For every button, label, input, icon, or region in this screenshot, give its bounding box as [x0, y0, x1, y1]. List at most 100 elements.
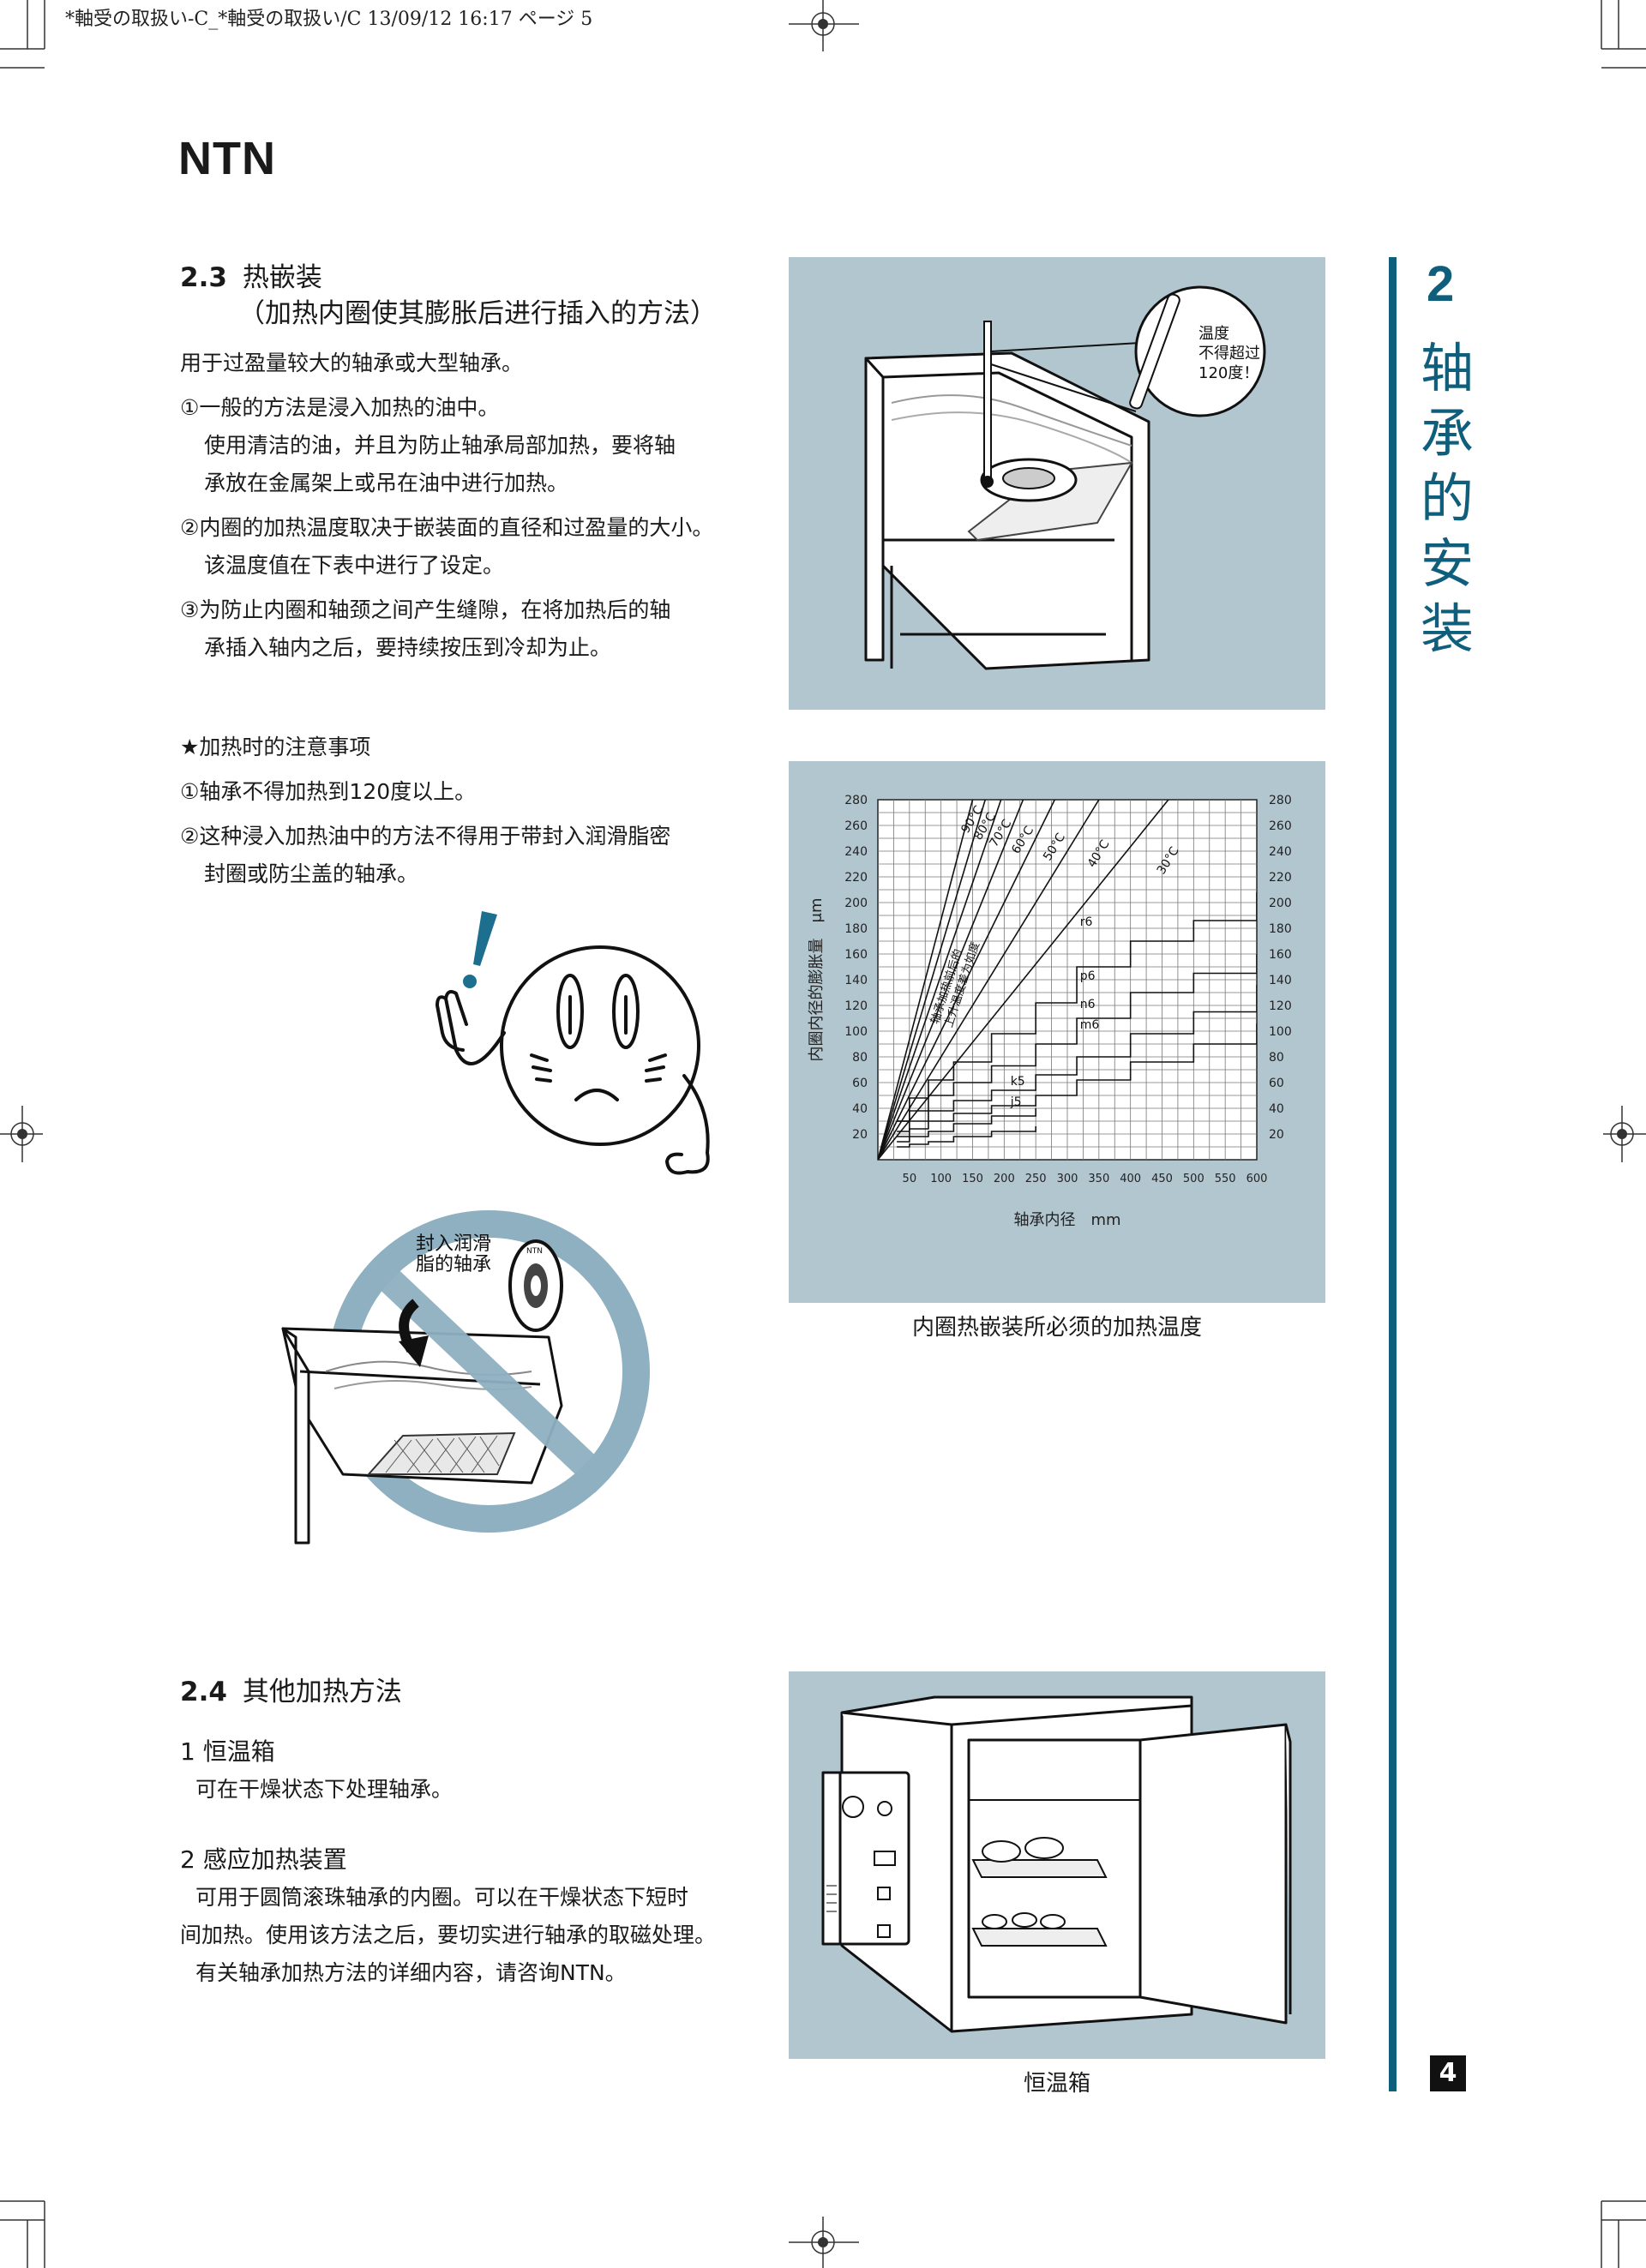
x-tick-label: 450	[1151, 1173, 1173, 1185]
y-tick-label-left: 40	[852, 1102, 868, 1116]
x-tick-label: 300	[1057, 1173, 1078, 1185]
oven-figure	[821, 1695, 1292, 2033]
y-tick-label-left: 140	[844, 974, 868, 987]
callout-line2: 不得超过	[1198, 345, 1260, 363]
chapter-title: 轴承的安装	[1420, 337, 1474, 660]
temperature-line	[878, 800, 986, 1160]
x-tick-label: 250	[1025, 1173, 1047, 1185]
fit-step-label: r6	[1080, 915, 1093, 929]
fit-step-line	[897, 1126, 1036, 1148]
y-tick-label-left: 240	[844, 845, 868, 859]
fit-step-label: j5	[1010, 1095, 1022, 1109]
fit-step-label: k5	[1011, 1075, 1025, 1089]
temperature-line	[878, 800, 1100, 1160]
y-axis-label: 内圈内径的膨胀量 μm	[808, 898, 826, 1062]
section-2-4-body: 1 恒温箱 可在干燥状态下处理轴承。 2 感应加热装置 可用于圆筒滚珠轴承的内圈…	[180, 1733, 716, 1992]
item-text: 有关轴承加热方法的详细内容，请咨询NTN。	[195, 1960, 627, 1985]
item-title: 1 恒温箱	[180, 1737, 275, 1766]
y-tick-label-left: 120	[844, 999, 868, 1013]
temperature-line	[878, 800, 1024, 1160]
y-tick-label-left: 180	[844, 922, 868, 936]
fit-step-label: n6	[1080, 998, 1096, 1011]
chapter-bar	[1389, 257, 1397, 2091]
list-item-text: 承插入轴内之后，要持续按压到冷却为止。	[204, 635, 612, 660]
caution-block: ★加热时的注意事项 ①轴承不得加热到120度以上。 ②这种浸入加热油中的方法不得…	[180, 729, 670, 893]
y-tick-label-right: 40	[1269, 1102, 1284, 1116]
section-2-4-heading: 2.4 其他加热方法	[180, 1670, 402, 1708]
y-tick-label-left: 80	[852, 1051, 868, 1065]
oil-bath-panel: 温度 不得超过 120度！	[789, 257, 1325, 710]
section-title: 热嵌装	[242, 262, 322, 293]
y-tick-label-left: 260	[844, 819, 868, 833]
section-2-3-body: 用于过盈量较大的轴承或大型轴承。 ①一般的方法是浸入加热的油中。 使用清洁的油，…	[180, 345, 713, 667]
chart-caption: 内圈热嵌装所必须的加热温度	[911, 1315, 1202, 1341]
section-number: 2.4	[180, 1677, 227, 1707]
section-2-3-heading: 2.3 热嵌装	[180, 255, 322, 294]
y-tick-label-left: 200	[844, 897, 868, 910]
bearing-mark: NTN	[526, 1247, 543, 1256]
x-tick-label: 50	[903, 1173, 917, 1185]
x-tick-label: 200	[994, 1173, 1015, 1185]
y-tick-label-left: 60	[852, 1077, 868, 1090]
caution-item-text: 封圈或防尘盖的轴承。	[204, 861, 419, 886]
section-subtitle: （加热内圈使其膨胀后进行插入的方法）	[238, 298, 717, 329]
y-tick-label-left: 20	[852, 1128, 868, 1142]
list-item-text: 该温度值在下表中进行了设定。	[204, 553, 505, 578]
y-tick-label-right: 120	[1269, 999, 1292, 1013]
callout-line3: 120度！	[1198, 364, 1259, 382]
y-tick-label-left: 160	[844, 948, 868, 962]
x-tick-label: 550	[1215, 1173, 1236, 1185]
y-tick-label-left: 220	[844, 871, 868, 885]
x-axis-label: 轴承内径 mm	[1013, 1211, 1120, 1229]
list-item: ①一般的方法是浸入加热的油中。	[180, 395, 500, 420]
y-tick-label-right: 80	[1269, 1051, 1284, 1065]
y-tick-label-left: 100	[844, 1025, 868, 1039]
chapter-number: 2	[1427, 256, 1455, 312]
caution-title: ★加热时的注意事项	[180, 735, 371, 759]
fit-step-label: p6	[1080, 969, 1096, 983]
fit-step-label: m6	[1080, 1018, 1100, 1032]
x-tick-label: 400	[1120, 1173, 1141, 1185]
list-item: ②内圈的加热温度取决于嵌装面的直径和过盈量的大小。	[180, 515, 714, 540]
section-title: 其他加热方法	[242, 1677, 402, 1707]
y-tick-label-left: 280	[844, 794, 868, 807]
brand-logo: NTN	[178, 133, 276, 184]
page-number: 4	[1430, 2055, 1466, 2091]
intro-text: 用于过盈量较大的轴承或大型轴承。	[180, 351, 524, 375]
temperature-line	[878, 800, 1002, 1160]
list-item: ③为防止内圈和轴颈之间产生缝隙，在将加热后的轴	[180, 597, 671, 622]
temperature-line	[878, 800, 1169, 1160]
y-tick-label-right: 260	[1269, 819, 1292, 833]
prohibit-label-line1: 封入润滑	[416, 1233, 491, 1255]
x-tick-label: 150	[962, 1173, 983, 1185]
caution-item: ②这种浸入加热油中的方法不得用于带封入润滑脂密	[180, 824, 671, 849]
y-tick-label-right: 280	[1269, 794, 1292, 807]
caution-item: ①轴承不得加热到120度以上。	[180, 779, 477, 804]
x-tick-label: 100	[930, 1173, 952, 1185]
item-text: 间加热。使用该方法之后，要切实进行轴承的取磁处理。	[180, 1923, 717, 1947]
y-tick-label-right: 180	[1269, 922, 1292, 936]
y-tick-label-right: 240	[1269, 845, 1292, 859]
temperature-line	[878, 800, 1055, 1160]
list-item-text: 承放在金属架上或吊在油中进行加热。	[204, 471, 569, 495]
temperature-line	[878, 800, 974, 1160]
x-tick-label: 600	[1247, 1173, 1268, 1185]
item-text: 可在干燥状态下处理轴承。	[195, 1777, 454, 1802]
fit-step-line	[897, 1108, 1036, 1143]
y-tick-label-right: 140	[1269, 974, 1292, 987]
oil-bath-figure: 温度 不得超过 120度！	[864, 285, 1266, 670]
warning-character	[436, 911, 710, 1175]
item-title: 2 感应加热装置	[180, 1845, 347, 1874]
y-tick-label-right: 200	[1269, 897, 1292, 910]
callout-line1: 温度	[1198, 325, 1229, 343]
prohibit-label-line2: 脂的轴承	[416, 1254, 491, 1275]
prohibit-figure: 封入润滑 脂的轴承 NTN	[281, 1210, 650, 1545]
section-number: 2.3	[180, 262, 227, 293]
file-header: *軸受の取扱い-C_*軸受の取扱い/C 13/09/12 16:17 ページ 5	[65, 9, 593, 30]
fit-step-line	[897, 1023, 1257, 1137]
y-tick-label-right: 220	[1269, 871, 1292, 885]
oven-panel	[789, 1671, 1325, 2059]
